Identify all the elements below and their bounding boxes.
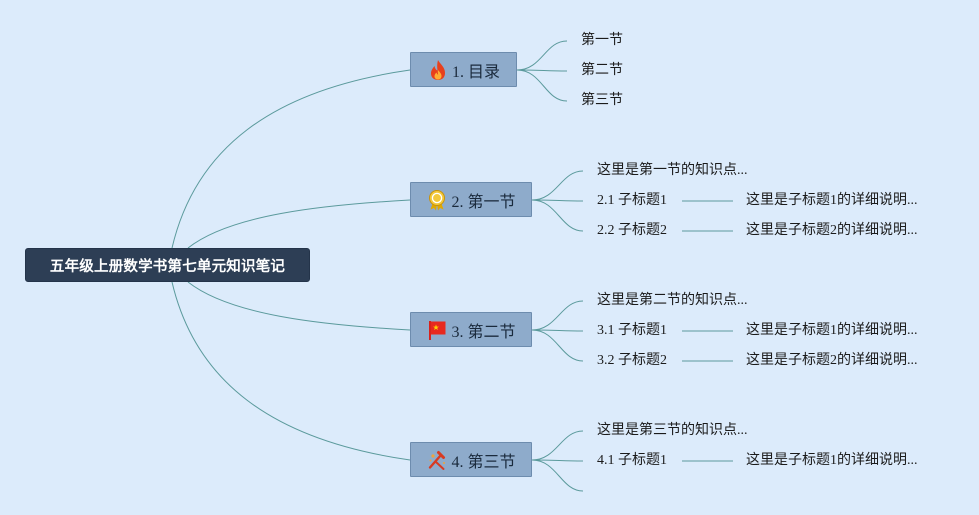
branch-to-item-line	[516, 69, 568, 102]
fire-icon	[427, 59, 449, 81]
branch-node-section-3[interactable]: 4. 第三节	[410, 442, 532, 477]
central-topic[interactable]: 五年级上册数学书第七单元知识笔记	[25, 248, 310, 282]
branch-to-item-line	[516, 40, 568, 71]
branch-to-item-line	[516, 69, 568, 72]
root-to-branch-line	[187, 281, 411, 331]
root-to-branch-line	[171, 69, 411, 249]
red-flag-icon	[426, 319, 448, 341]
branch-node-section-2[interactable]: 3. 第二节	[410, 312, 532, 347]
subtopic-detail[interactable]: 这里是子标题1的详细说明...	[746, 453, 918, 468]
branch-node-section-1[interactable]: 2. 第一节	[410, 182, 532, 217]
subtopic-item[interactable]: 3.2 子标题2	[597, 353, 667, 368]
branch-node-catalog[interactable]: 1. 目录	[410, 52, 517, 87]
award-medal-icon	[426, 189, 448, 211]
branch-to-item-line	[531, 459, 584, 462]
branch-to-item-line	[531, 430, 584, 461]
branch-label: 3. 第二节	[451, 323, 516, 341]
topic-item[interactable]: 这里是第二节的知识点...	[597, 293, 748, 308]
branch-to-item-line	[531, 300, 584, 331]
subtopic-item[interactable]: 2.2 子标题2	[597, 223, 667, 238]
tools-icon	[426, 449, 448, 471]
root-to-branch-line	[171, 281, 411, 461]
branch-label: 4. 第三节	[451, 453, 516, 471]
branch-to-item-line	[531, 199, 584, 232]
subtopic-detail[interactable]: 这里是子标题2的详细说明...	[746, 223, 918, 238]
subtopic-detail[interactable]: 这里是子标题1的详细说明...	[746, 323, 918, 338]
topic-item[interactable]: 第三节	[581, 93, 623, 108]
subtopic-item[interactable]: 3.1 子标题1	[597, 323, 667, 338]
branch-to-item-line	[531, 199, 584, 202]
subtopic-item[interactable]: 2.1 子标题1	[597, 193, 667, 208]
branch-to-item-line	[531, 329, 584, 362]
branch-to-item-line	[531, 170, 584, 201]
branch-to-item-line	[531, 459, 584, 492]
branch-label: 2. 第一节	[451, 193, 516, 211]
topic-item[interactable]: 第二节	[581, 63, 623, 78]
subtopic-detail[interactable]: 这里是子标题2的详细说明...	[746, 353, 918, 368]
subtopic-detail[interactable]: 这里是子标题1的详细说明...	[746, 193, 918, 208]
branch-label: 1. 目录	[451, 63, 500, 81]
topic-item[interactable]: 这里是第一节的知识点...	[597, 163, 748, 178]
topic-item[interactable]: 第一节	[581, 33, 623, 48]
subtopic-item[interactable]: 4.1 子标题1	[597, 453, 667, 468]
root-to-branch-line	[187, 199, 411, 249]
connector-lines	[171, 40, 733, 492]
branch-to-item-line	[531, 329, 584, 332]
topic-item[interactable]: 这里是第三节的知识点...	[597, 423, 748, 438]
